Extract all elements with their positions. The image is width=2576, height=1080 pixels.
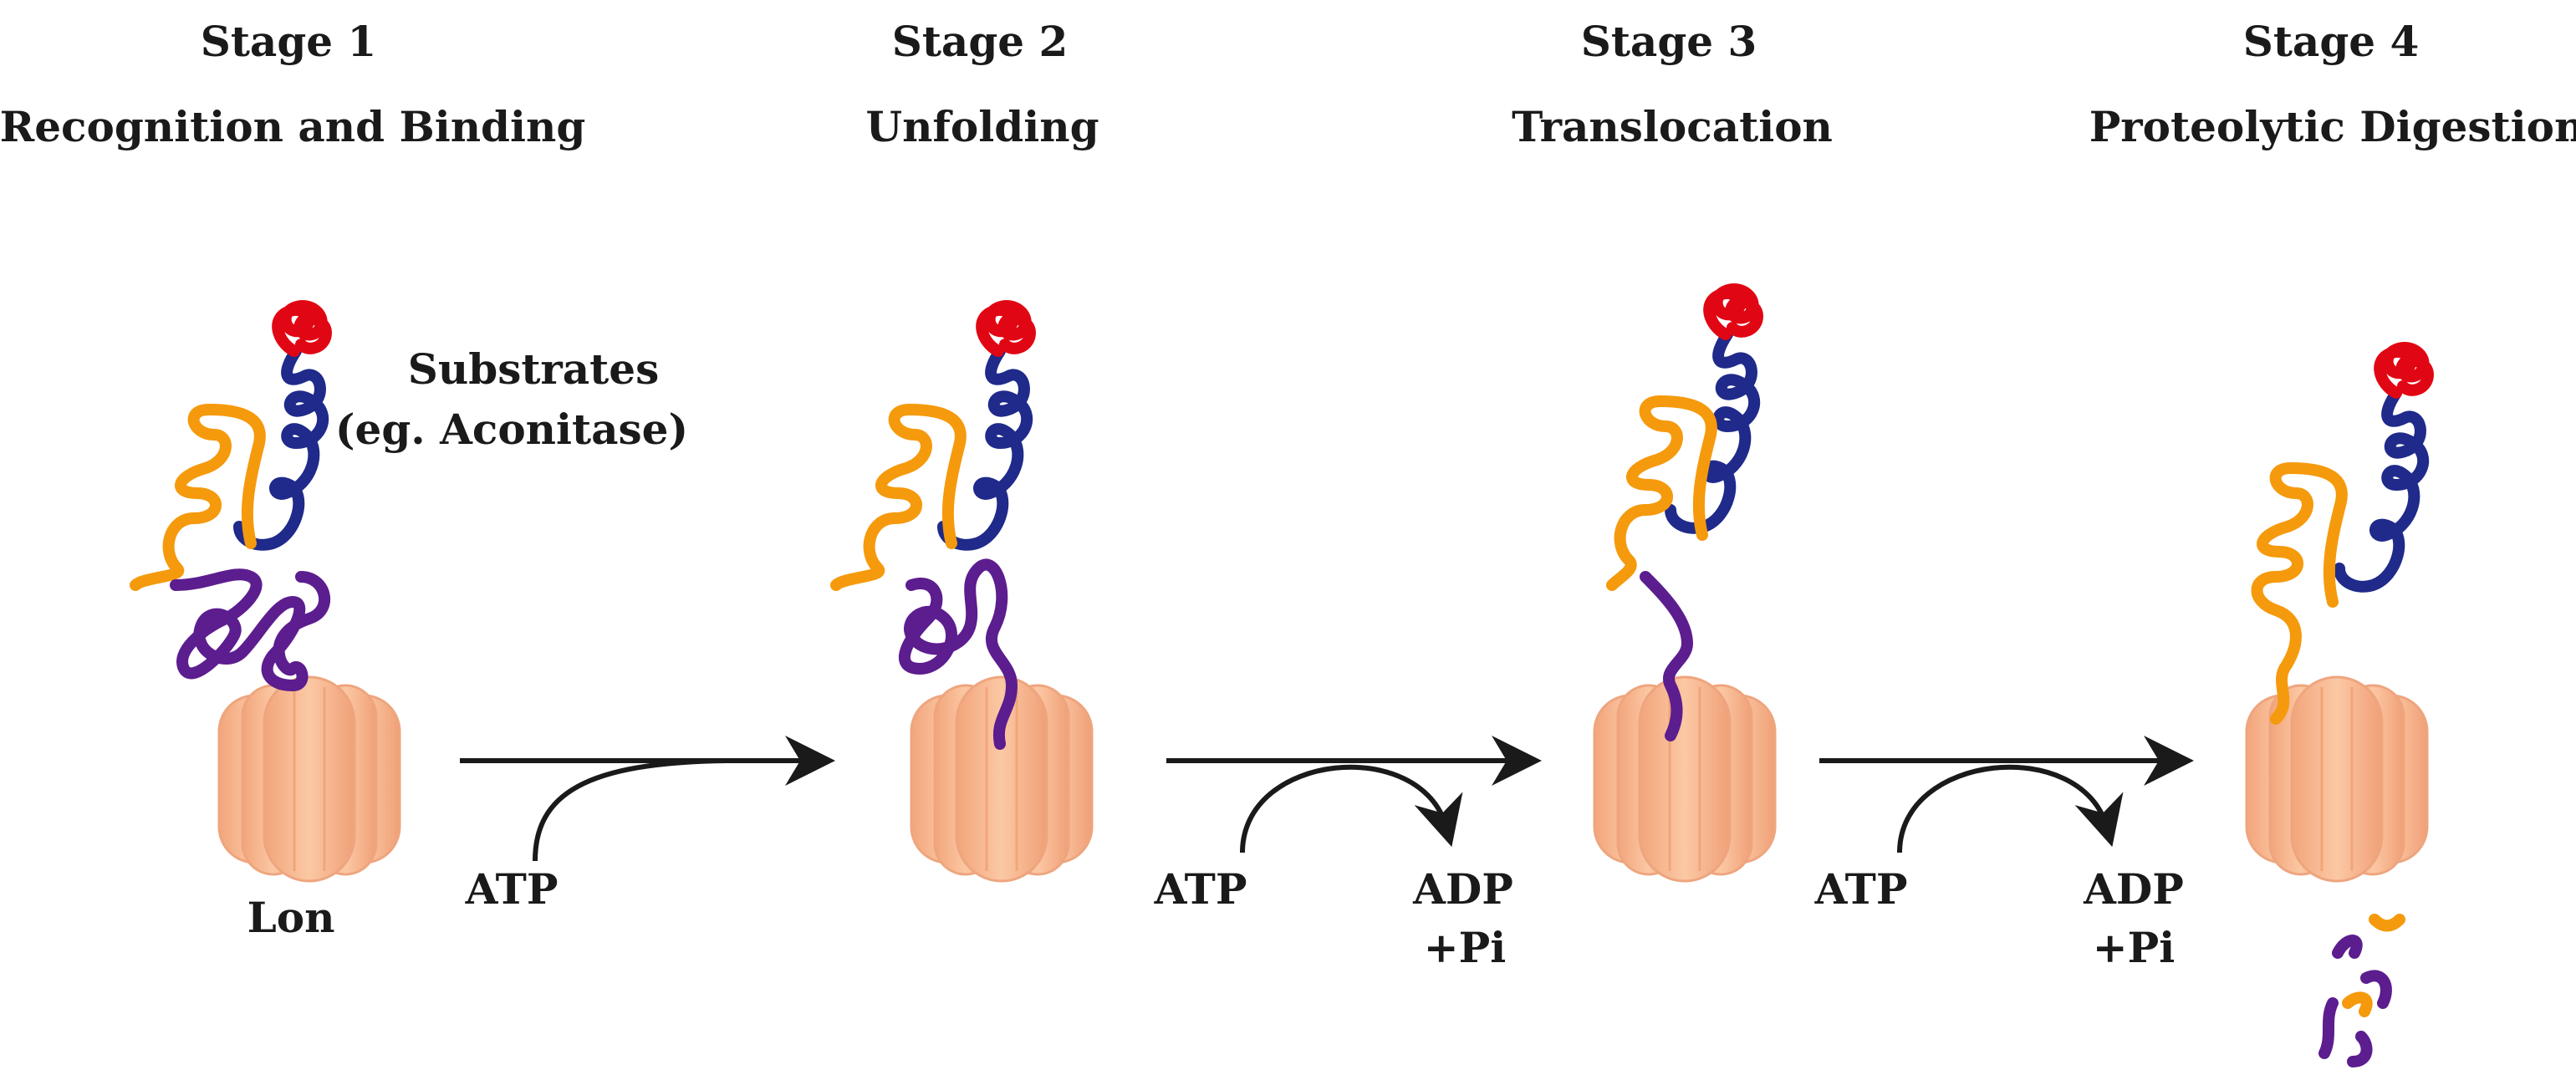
stage-2-number: Stage 2 — [891, 17, 1069, 66]
lon-label: Lon — [247, 893, 335, 942]
stage-2-name: Unfolding — [865, 102, 1099, 151]
stage-1-name: Recognition and Binding — [0, 102, 586, 151]
blue-domain-1 — [233, 345, 329, 551]
stage-4-group — [2245, 348, 2429, 1067]
orange-domain-2 — [830, 403, 967, 591]
purple-domain-3 — [1640, 571, 1694, 741]
arrow-1-atp-label: ATP — [465, 864, 559, 914]
stage-4-number: Stage 4 — [2242, 17, 2420, 66]
purple-domain-2 — [899, 558, 1018, 750]
stage-3-name: Translocation — [1512, 102, 1833, 151]
lon-protease-4 — [2245, 675, 2429, 883]
arrow-3-pi-label: +Pi — [2092, 923, 2176, 972]
arrow-2-pi-label: +Pi — [1423, 923, 1507, 972]
substrates-example-label: (eg. Aconitase) — [334, 405, 689, 454]
orange-domain-3 — [1606, 395, 1717, 591]
peptide-fragments — [2318, 914, 2405, 1067]
stage-2-group — [830, 306, 1094, 883]
stage-1-number: Stage 1 — [200, 17, 377, 66]
blue-domain-4 — [2334, 387, 2429, 593]
stage-3-group — [1593, 289, 1777, 883]
arrow-2-atp-label: ATP — [1154, 864, 1247, 914]
purple-domain-1 — [170, 568, 330, 692]
orange-domain-4 — [2251, 461, 2348, 725]
stage-3-number: Stage 3 — [1580, 17, 1757, 66]
substrates-label: Substrates — [407, 344, 660, 394]
lon-protease-3 — [1593, 675, 1777, 883]
stage-4-name: Proteolytic Digestion — [2089, 102, 2576, 151]
blue-domain-3 — [1665, 329, 1760, 534]
arrow-3-adp-label: ADP — [2084, 864, 2184, 914]
orange-domain-1 — [130, 403, 266, 591]
arrow-1 — [460, 736, 835, 862]
blue-domain-2 — [937, 345, 1033, 551]
arrow-2 — [1166, 736, 1542, 853]
arrow-3-atp-label: ATP — [1814, 864, 1908, 914]
arrow-3 — [1819, 736, 2194, 853]
stage-1-group — [130, 306, 401, 883]
lon-protease-1 — [217, 675, 401, 883]
arrow-2-adp-label: ADP — [1413, 864, 1513, 914]
